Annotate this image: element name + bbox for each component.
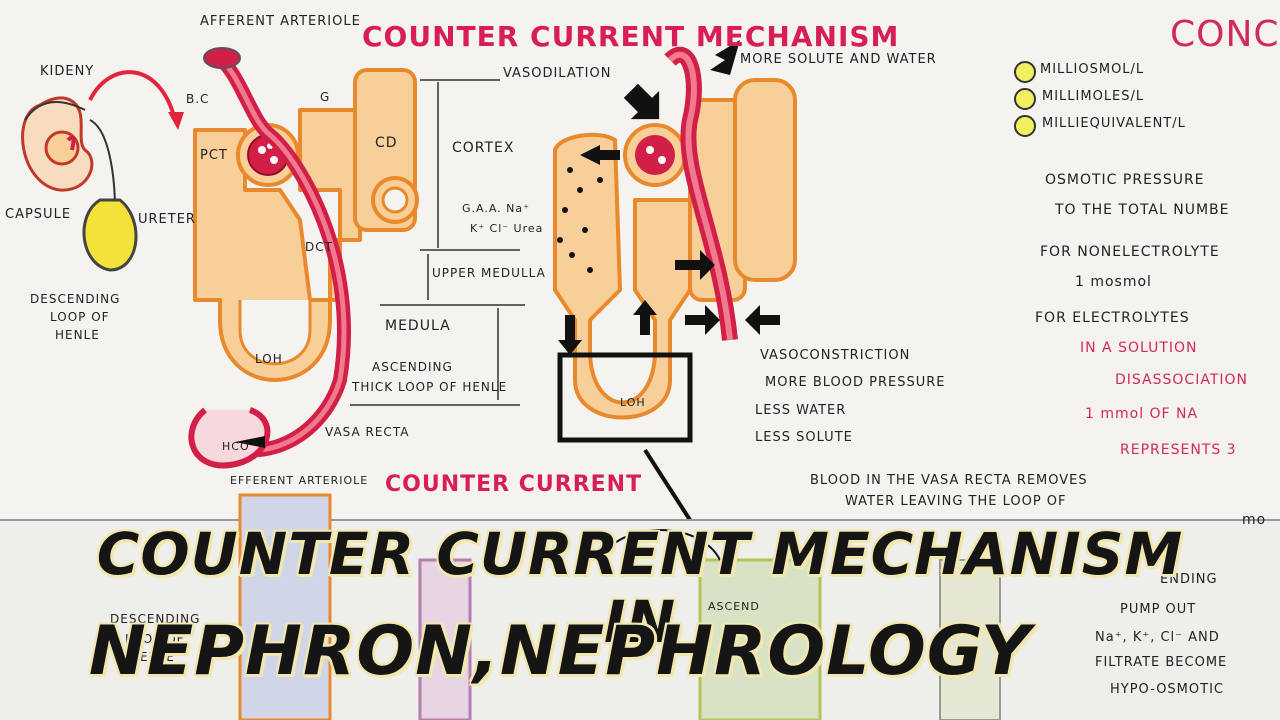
label-ions-1: G.A.A. Na⁺ bbox=[462, 202, 530, 215]
main-title: COUNTER CURRENT MECHANISM bbox=[362, 20, 900, 53]
bottom-right-3: Na⁺, K⁺, Cl⁻ AND bbox=[1095, 630, 1220, 645]
label-blood-1: BLOOD IN THE VASA RECTA REMOVES bbox=[810, 473, 1088, 488]
label-dct: DCT bbox=[305, 240, 333, 254]
label-less-water: LESS WATER bbox=[755, 403, 847, 418]
label-vasa-recta: VASA RECTA bbox=[325, 425, 410, 439]
middle-nephron bbox=[553, 40, 797, 522]
lower-title: COUNTER CURRENT bbox=[385, 472, 643, 497]
bottom-descending-3: HENLE bbox=[130, 650, 175, 664]
label-elec-3: DISASSOCIATION bbox=[1115, 372, 1248, 388]
label-afferent: AFFERENT ARTERIOLE bbox=[200, 14, 361, 29]
label-nonelec-2: 1 mosmol bbox=[1075, 274, 1152, 290]
label-descending-1: DESCENDING bbox=[30, 292, 121, 306]
label-vasodilation: VASODILATION bbox=[503, 66, 612, 81]
label-nonelec-1: FOR NONELECTROLYTE bbox=[1040, 244, 1220, 260]
label-osmotic-2: TO THE TOTAL NUMBE bbox=[1055, 202, 1230, 218]
label-unit-1: MILLIOSMOL/L bbox=[1040, 62, 1145, 77]
bottom-right-1: ENDING bbox=[1160, 572, 1218, 587]
label-kidney: KIDENY bbox=[40, 64, 95, 79]
label-capsule: CAPSULE bbox=[5, 207, 72, 222]
label-medulla: MEDULA bbox=[385, 318, 451, 334]
label-less-solute: LESS SOLUTE bbox=[755, 430, 853, 445]
bottom-ascend: ASCEND bbox=[708, 600, 760, 613]
label-loh-middle: LOH bbox=[620, 396, 646, 409]
label-ascending-1: ASCENDING bbox=[372, 360, 453, 374]
label-elec-1: FOR ELECTROLYTES bbox=[1035, 310, 1190, 326]
bottom-right-4: FILTRATE BECOME bbox=[1095, 655, 1228, 670]
label-vasoconstriction: VASOCONSTRICTION bbox=[760, 348, 911, 363]
label-blood-2: WATER LEAVING THE LOOP OF bbox=[845, 494, 1067, 509]
region-brackets bbox=[350, 79, 525, 406]
label-unit-3: MILLIEQUIVALENT/L bbox=[1042, 116, 1186, 131]
label-elec-2: IN A SOLUTION bbox=[1080, 340, 1198, 356]
bottom-descending-1: DESCENDING bbox=[110, 612, 201, 626]
label-osmotic-1: OSMOTIC PRESSURE bbox=[1045, 172, 1205, 188]
label-bc: B.C bbox=[186, 92, 210, 106]
label-ureter: URETER bbox=[138, 212, 196, 227]
bottom-right-2: PUMP OUT bbox=[1120, 602, 1197, 617]
label-cortex: CORTEX bbox=[452, 140, 515, 156]
label-efferent: EFFERENT ARTERIOLE bbox=[230, 474, 369, 487]
label-unit-2: MILLIMOLES/L bbox=[1042, 89, 1145, 104]
label-descending-2: LOOP OF bbox=[50, 310, 110, 324]
label-ascending-2: THICK LOOP OF HENLE bbox=[352, 380, 508, 394]
lower-diagram bbox=[0, 493, 1280, 720]
red-arrowhead bbox=[168, 112, 184, 130]
label-ions-2: K⁺ Cl⁻ Urea bbox=[470, 222, 544, 235]
label-more-bp: MORE BLOOD PRESSURE bbox=[765, 375, 946, 390]
concepts-title: CONCE bbox=[1170, 14, 1280, 55]
overlay-title-line-1: COUNTER CURRENT MECHANISM IN bbox=[96, 520, 1184, 656]
label-g: G bbox=[320, 90, 331, 104]
bottom-descending-2: LOOP OF bbox=[125, 632, 185, 646]
label-more-solute: MORE SOLUTE AND WATER bbox=[740, 52, 937, 67]
label-mo: mo bbox=[1242, 512, 1267, 528]
label-hco3: HCO bbox=[222, 440, 250, 453]
label-descending-3: HENLE bbox=[55, 328, 100, 342]
label-pct: PCT bbox=[200, 148, 228, 163]
label-upper-medulla: UPPER MEDULLA bbox=[432, 266, 546, 280]
unit-bullets bbox=[1014, 61, 1036, 137]
label-mmol-2: REPRESENTS 3 bbox=[1120, 442, 1237, 458]
label-mmol-1: 1 mmol OF NA bbox=[1085, 406, 1199, 422]
overlay-title-line-2: NEPHRON,NEPHROLOGY bbox=[88, 612, 1032, 691]
red-curved-arrow bbox=[88, 70, 177, 121]
bottom-right-5: HYPO-OSMOTIC bbox=[1110, 682, 1224, 697]
label-cd: CD bbox=[375, 135, 398, 151]
left-nephron bbox=[188, 47, 419, 469]
label-loh-left: LOH bbox=[255, 352, 283, 366]
kidney-sketch bbox=[21, 96, 138, 272]
